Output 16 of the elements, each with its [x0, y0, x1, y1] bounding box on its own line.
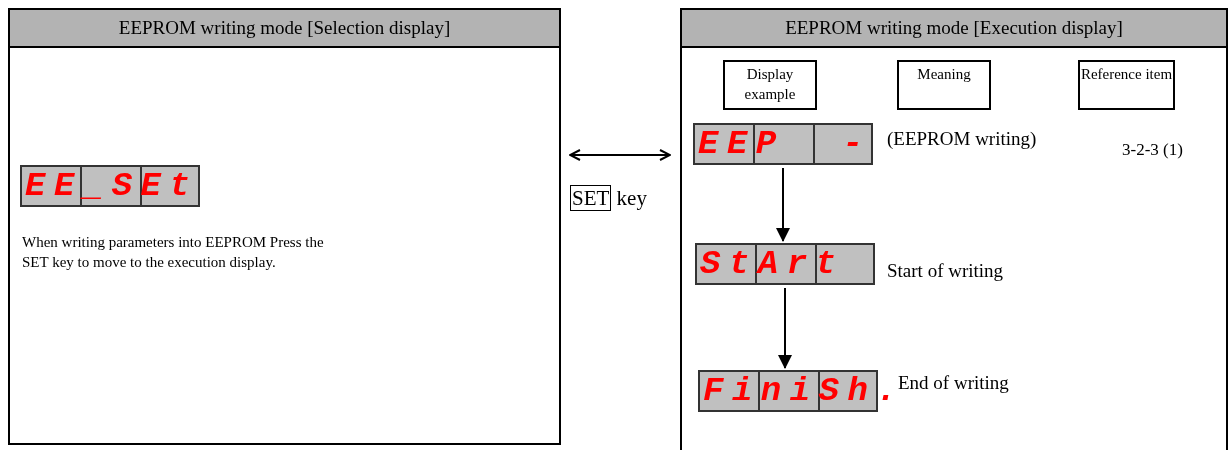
meaning-text: (EEPROM writing): [887, 128, 1037, 150]
instruction-text: When writing parameters into EEPROM Press the SET key to move to the execution display.: [22, 233, 325, 272]
panel-title: EEPROM writing mode [Execution display]: [682, 10, 1226, 48]
column-header: Meaning: [897, 60, 991, 110]
meaning-text: End of writing: [898, 372, 1009, 394]
panel-title: EEPROM writing mode [Selection display]: [10, 10, 559, 48]
column-header: Display example: [723, 60, 817, 110]
double-arrow: [569, 149, 671, 161]
reference-text: 3-2-3 (1): [1122, 140, 1183, 160]
arrow: [776, 167, 790, 242]
screen-panel: [8, 8, 561, 445]
edge-label: SET key: [570, 186, 647, 211]
arrow: [778, 287, 792, 369]
meaning-text: Start of writing: [887, 260, 1004, 282]
column-header: Reference item: [1078, 60, 1175, 110]
screen-panel: [680, 8, 1228, 450]
